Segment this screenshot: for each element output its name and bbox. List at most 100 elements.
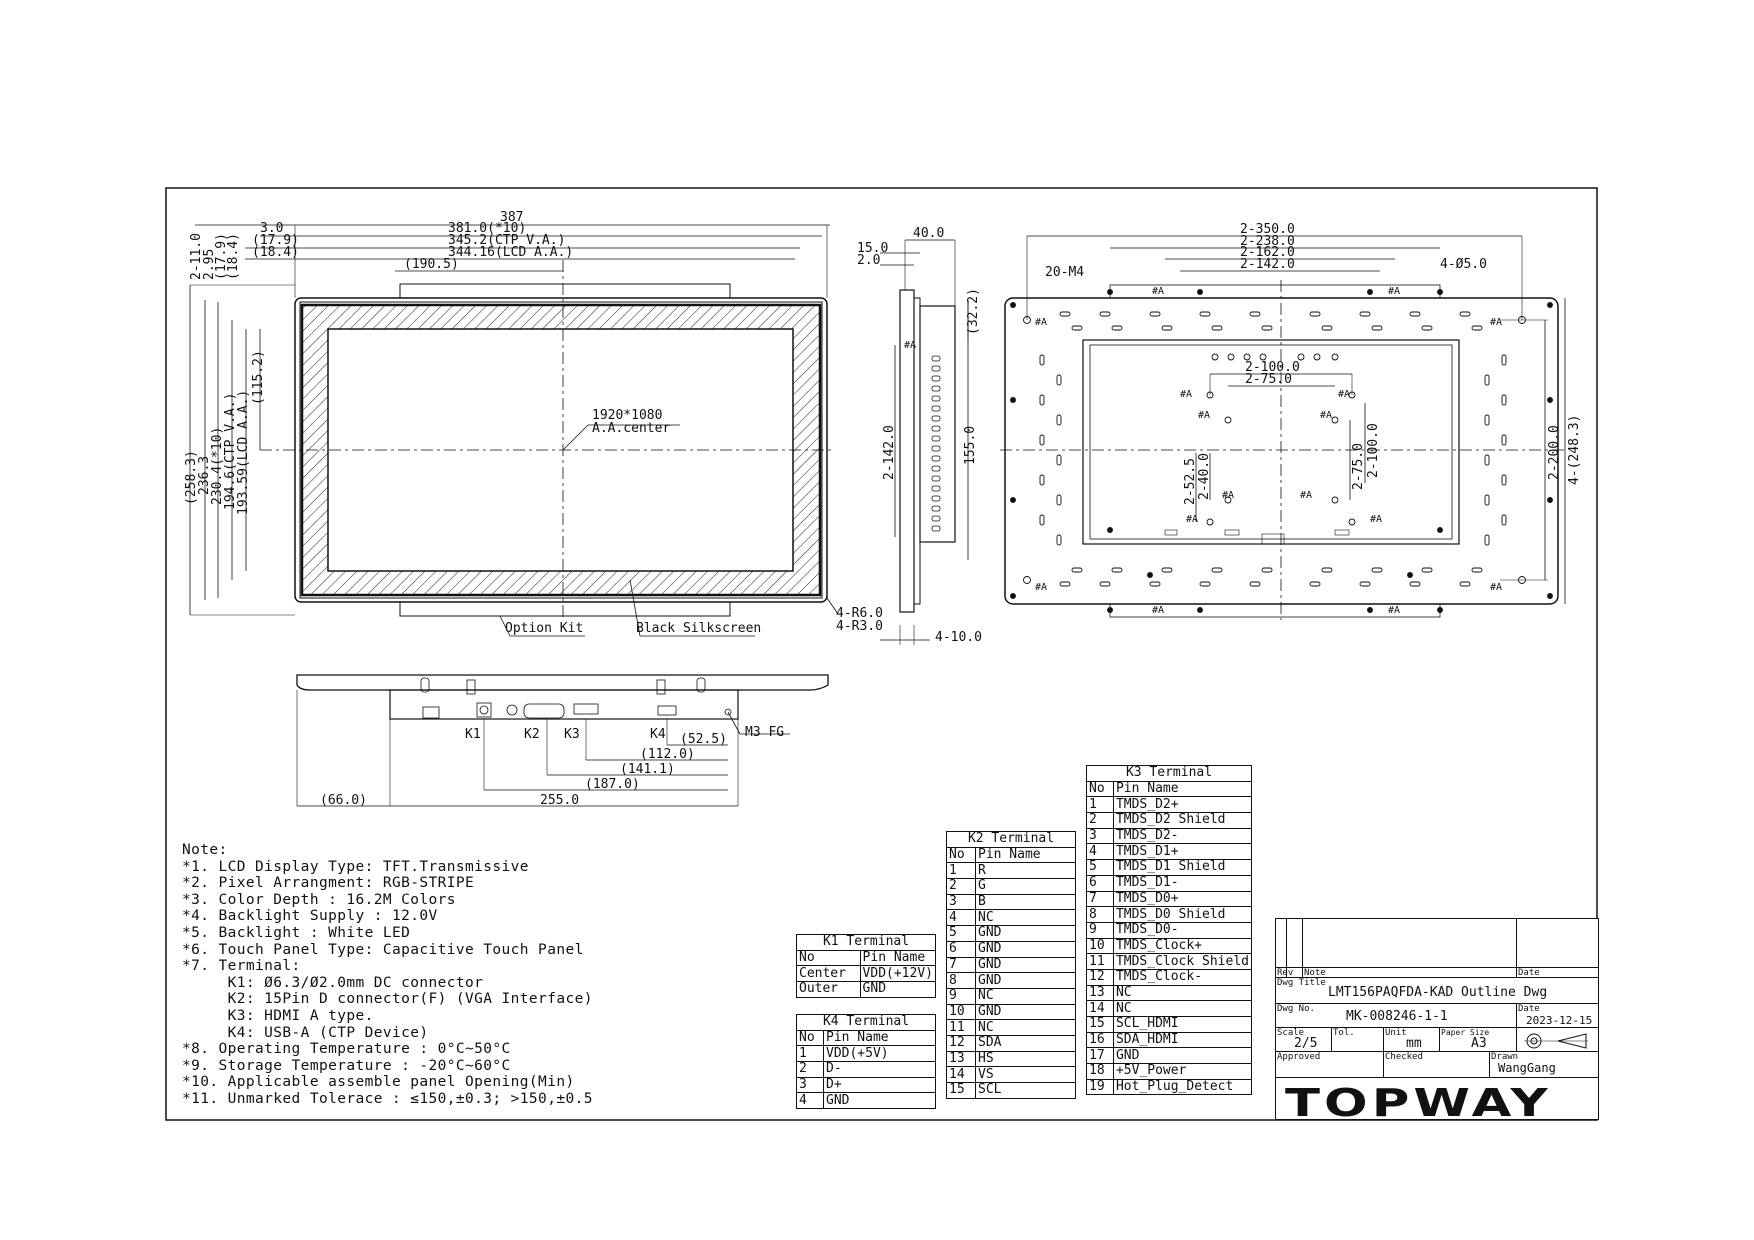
table-cell: SDA_HDMI — [1112, 1031, 1253, 1049]
title-block: Rev Note Date Dwg Title LMT156PAQFDA-KAD… — [1275, 918, 1599, 1120]
table-cell: TMDS_D1 Shield — [1112, 859, 1253, 876]
datum-mark-a: #A — [1180, 389, 1192, 400]
vent-slot — [931, 435, 941, 442]
mount-slot — [1059, 581, 1071, 587]
resolution-label: 1920*1080 — [592, 408, 662, 423]
dim-236-3: 236.3 — [197, 456, 212, 495]
k2-label: K2 — [524, 727, 540, 742]
note-line: *9. Storage Temperature : -20°C~60°C — [182, 1057, 511, 1074]
table-header: No — [1086, 780, 1114, 798]
mount-slot — [1261, 567, 1273, 573]
mount-slot — [1421, 567, 1433, 573]
mount-slot — [1501, 394, 1507, 406]
datum-mark-a: #A — [1388, 286, 1400, 297]
dim-3-0: 3.0 — [260, 221, 283, 236]
projection-symbol-icon — [1524, 1033, 1588, 1049]
mount-hole — [1407, 572, 1413, 578]
note-line: *5. Backlight : White LED — [182, 924, 411, 941]
mount-slot — [1409, 311, 1421, 317]
datum-mark-a: #A — [1338, 389, 1350, 400]
table-cell: SDA — [975, 1034, 1076, 1052]
note-line: *11. Unmarked Tolerace : ≤150,±0.3; >150… — [182, 1090, 593, 1107]
mount-hole — [1224, 416, 1232, 424]
vent-slot — [931, 425, 941, 432]
datum-mark-a: #A — [1035, 582, 1047, 593]
dwg-title-label: Dwg Title — [1277, 978, 1326, 988]
mount-slot — [1321, 325, 1333, 331]
mount-slot — [1484, 374, 1490, 386]
dim-2-0: 2.0 — [857, 253, 880, 268]
mount-hole — [1107, 607, 1113, 613]
dim-ctp-va-height: 194.6(CTP V.A.) — [223, 393, 238, 510]
front-view — [189, 224, 839, 637]
side-view-labels: 40.0 15.0 2.0 (32.2) 2-142.0 155.0 4-10.… — [857, 226, 982, 645]
vent-slot — [931, 395, 941, 402]
vent-slot — [931, 465, 941, 472]
mount-slot — [1471, 567, 1483, 573]
mount-slot — [1056, 534, 1062, 546]
table-cell: GND — [1112, 1047, 1253, 1065]
sheet-border — [165, 187, 1598, 1121]
mount-slot — [1409, 581, 1421, 587]
mount-slot — [1359, 581, 1371, 587]
table-cell: 3 — [1086, 827, 1114, 845]
mount-slot — [1039, 474, 1045, 486]
table-cell: TMDS_Clock Shield — [1112, 953, 1253, 970]
table-cell: Center — [796, 965, 861, 983]
dim-112: (112.0) — [640, 747, 695, 762]
table-cell: D- — [823, 1061, 936, 1078]
datum-mark-a: #A — [1152, 605, 1164, 616]
dim-141-1: (141.1) — [620, 762, 675, 777]
table-cell: GND — [823, 1092, 936, 1110]
table-cell: B — [975, 893, 1076, 911]
table-cell: 16 — [1086, 1031, 1114, 1049]
table-cell: HS — [975, 1050, 1076, 1068]
mount-slot — [1501, 434, 1507, 446]
mount-slot — [1111, 567, 1123, 573]
table-header: No — [796, 949, 861, 967]
table-cell: 3 — [946, 893, 976, 911]
dim-2-100: 2-100.0 — [1245, 360, 1300, 375]
dim-381: 381.0(*10) — [448, 221, 526, 236]
datum-mark-a: #A — [1300, 490, 1312, 501]
datum-mark-a: #A — [1035, 317, 1047, 328]
side-view — [880, 239, 969, 645]
dim-4-10: 4-10.0 — [935, 630, 982, 645]
note-line: K1: Ø6.3/Ø2.0mm DC connector — [182, 974, 484, 991]
table-cell: TMDS_D1- — [1112, 874, 1253, 892]
mount-slot — [1039, 354, 1045, 366]
mount-hole — [1331, 416, 1339, 424]
mount-slot — [1211, 325, 1223, 331]
bottom-view — [296, 674, 829, 807]
table-cell: TMDS_D0- — [1112, 921, 1253, 939]
mount-slot — [1309, 581, 1321, 587]
dim-v-2-100: 2-100.0 — [1366, 423, 1381, 478]
note-line: *6. Touch Panel Type: Capacitive Touch P… — [182, 941, 584, 958]
drawn-label: Drawn — [1491, 1052, 1519, 1062]
mount-hole — [1518, 316, 1526, 324]
table-header: No — [946, 846, 976, 864]
table-cell: 2 — [946, 878, 976, 895]
datum-mark-a: #A — [1490, 582, 1502, 593]
mount-slot — [1149, 581, 1161, 587]
mount-slot — [1039, 434, 1045, 446]
table-cell: 3 — [796, 1076, 824, 1094]
unit-label: Unit — [1385, 1028, 1407, 1038]
dim-lcd-aa-width: 344.16(LCD A.A.) — [448, 245, 573, 260]
note-line: *10. Applicable assemble panel Opening(M… — [182, 1074, 575, 1091]
